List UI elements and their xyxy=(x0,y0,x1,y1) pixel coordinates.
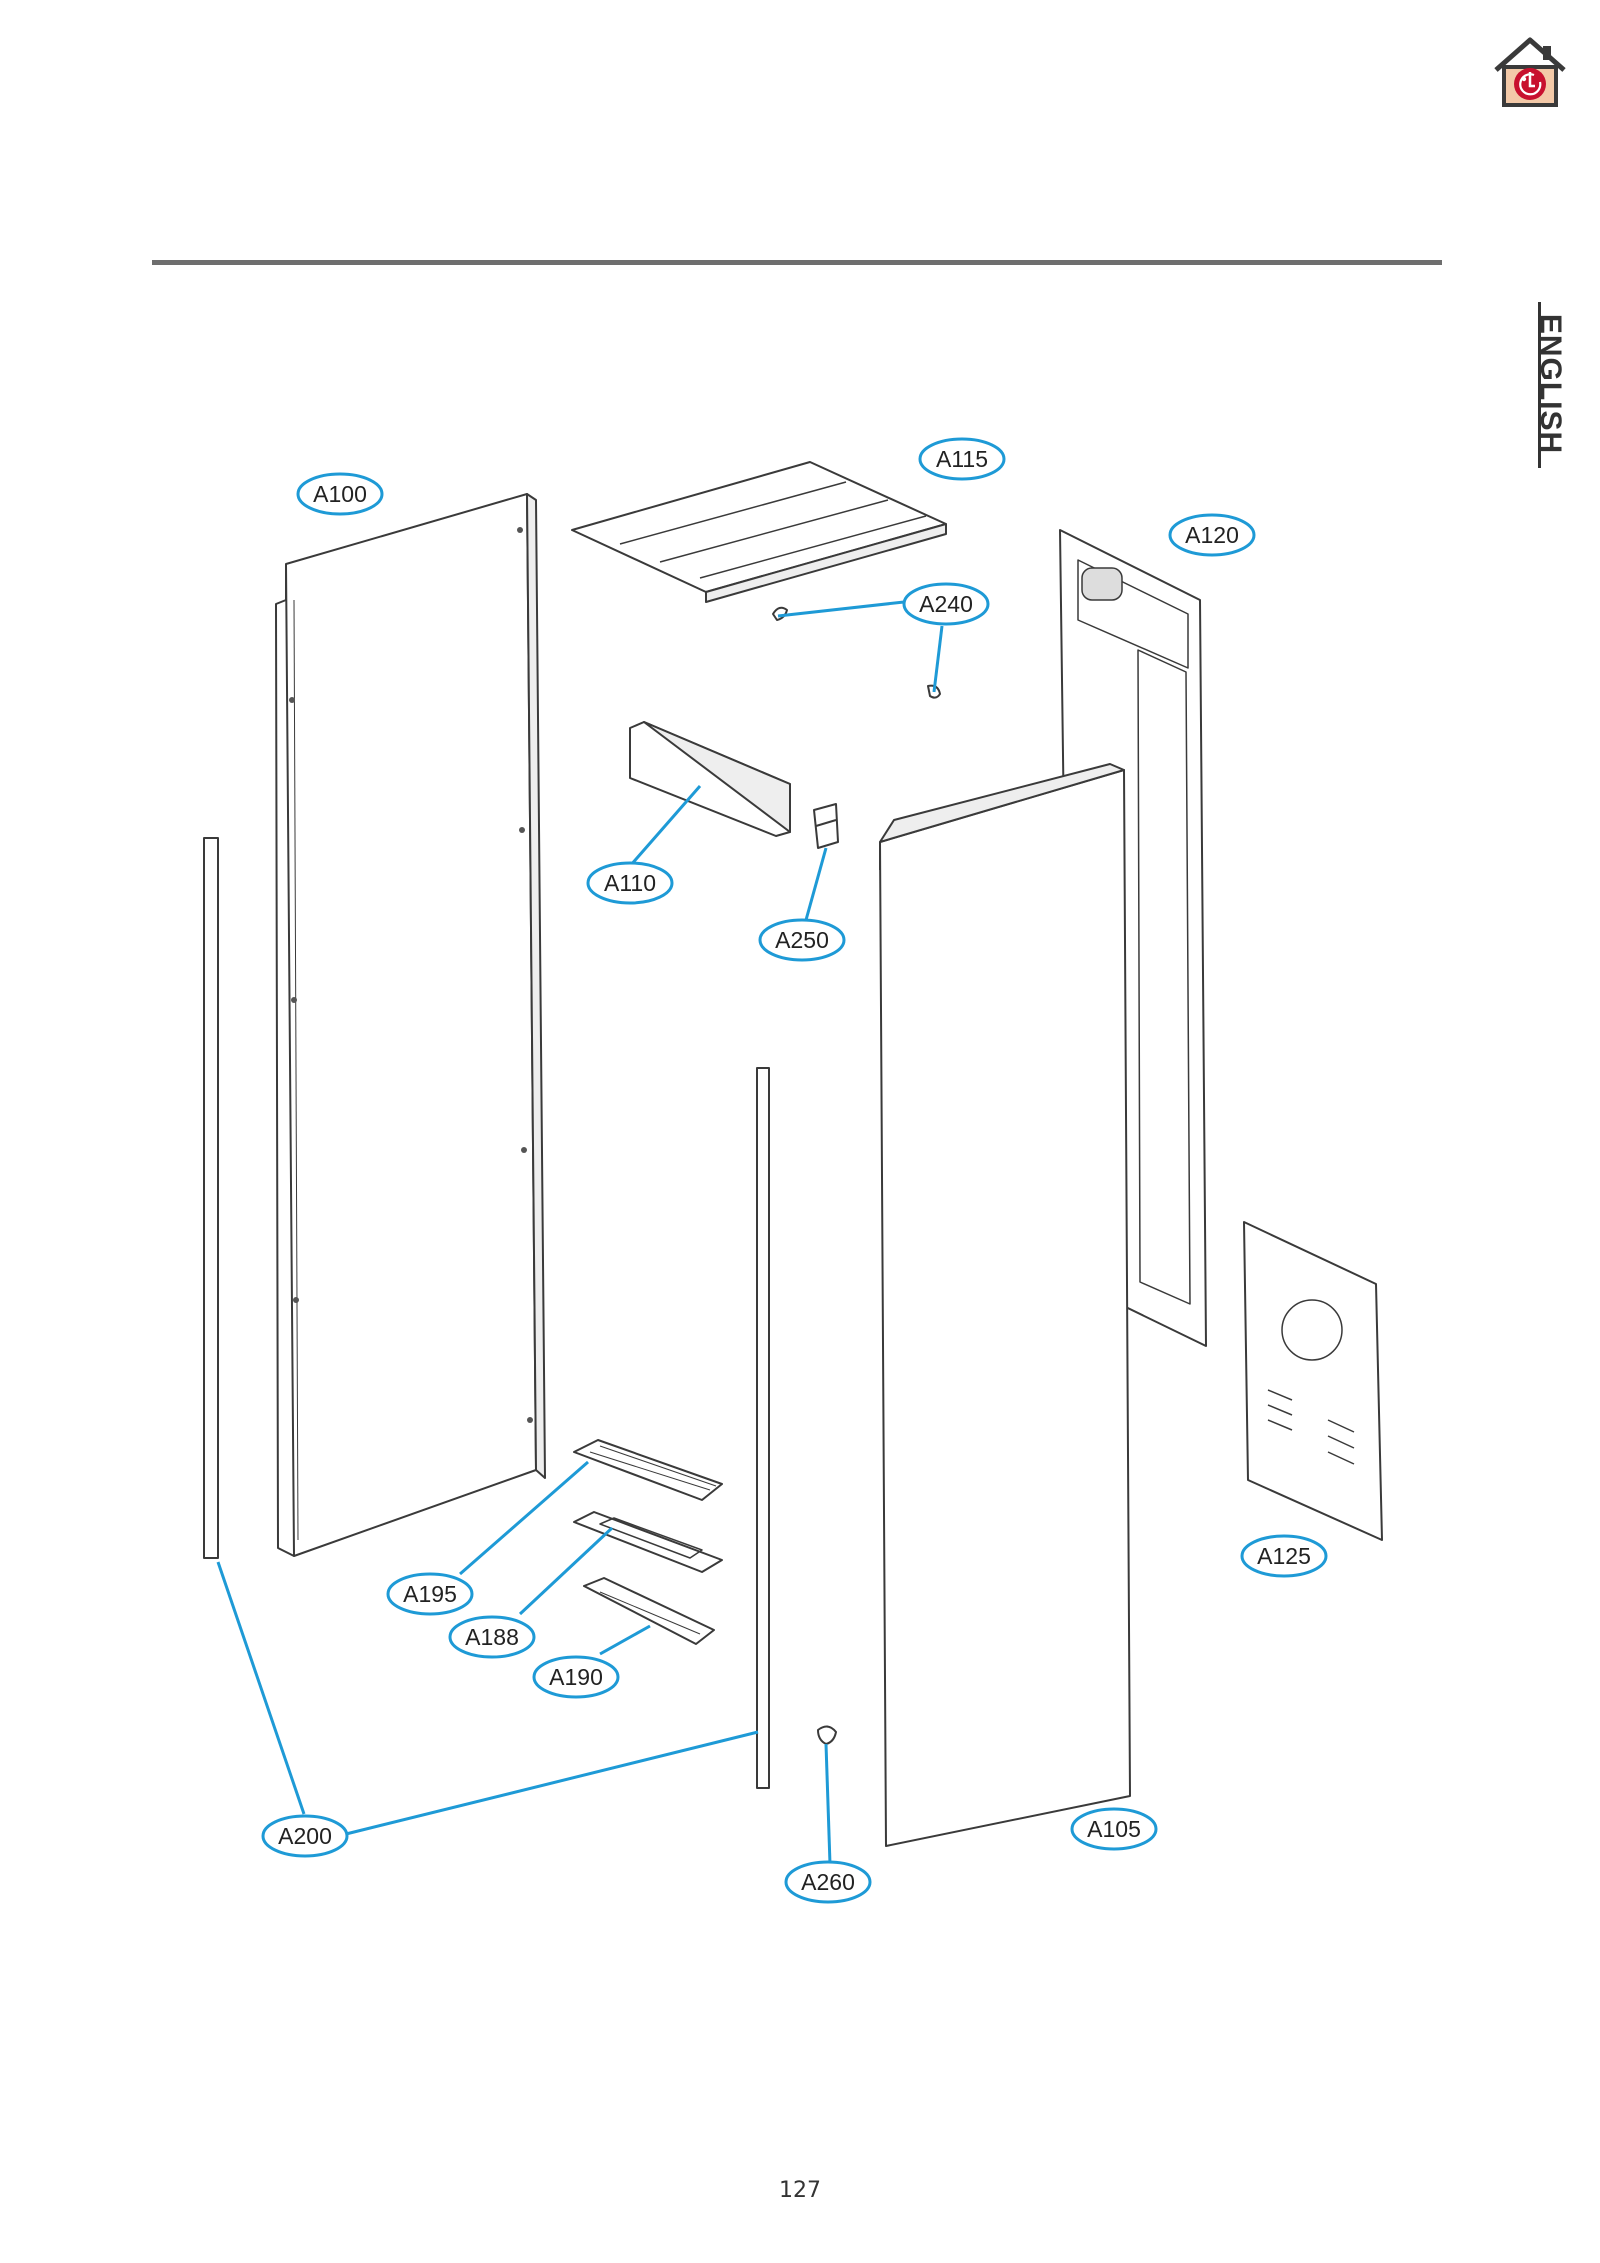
callout-a120 xyxy=(1168,513,1256,557)
leader-a200-mid xyxy=(345,1730,759,1836)
leader-a195 xyxy=(459,1460,589,1576)
leader-a250 xyxy=(804,847,828,921)
callout-label-a110: A110 xyxy=(604,870,656,896)
callout-label-a188: A188 xyxy=(465,1624,519,1650)
callout-label-a100: A100 xyxy=(313,481,367,507)
callout-label-a125: A125 xyxy=(1257,1543,1311,1569)
part-a100-side-panel xyxy=(275,493,546,1557)
callout-a115 xyxy=(918,437,1006,481)
part-a195-grille xyxy=(573,1439,723,1501)
callout-a100 xyxy=(296,472,384,516)
callout-label-a105: A105 xyxy=(1087,1816,1141,1842)
callout-a250 xyxy=(758,918,846,962)
leader-a200-left xyxy=(216,1561,306,1815)
leader-a240-lower xyxy=(932,625,944,693)
callout-label-a195: A195 xyxy=(403,1581,457,1607)
lg-home-logo xyxy=(1494,37,1566,107)
part-a105-door-panel xyxy=(879,763,1131,1847)
callout-a260 xyxy=(784,1860,872,1904)
part-a115-top-cover xyxy=(571,461,947,603)
leader-a110 xyxy=(628,785,702,867)
callout-label-a260: A260 xyxy=(801,1869,855,1895)
part-a125-back-plate xyxy=(1243,1221,1383,1541)
header-rule xyxy=(152,260,1442,265)
language-tab xyxy=(1538,302,1585,468)
part-a240-clip-upper xyxy=(772,606,788,621)
part-a190-tray xyxy=(583,1577,715,1645)
callout-label-a200: A200 xyxy=(278,1823,332,1849)
part-a200-middle-strip xyxy=(756,1067,770,1789)
callout-a200 xyxy=(261,1814,349,1858)
leader-a188 xyxy=(518,1526,614,1616)
leader-a260 xyxy=(824,1743,832,1865)
callout-a188 xyxy=(448,1615,536,1659)
leader-a240-upper xyxy=(777,600,905,618)
callout-a195 xyxy=(386,1572,474,1616)
part-a200-left-strip xyxy=(203,837,219,1559)
callout-a110 xyxy=(586,861,674,905)
callout-a125 xyxy=(1240,1534,1328,1578)
callout-label-a250: A250 xyxy=(775,927,829,953)
part-a260-cap xyxy=(817,1725,837,1745)
callout-label-a190: A190 xyxy=(549,1664,603,1690)
callout-label-a120: A120 xyxy=(1185,522,1239,548)
part-a250-bracket xyxy=(813,803,839,849)
callout-a240 xyxy=(902,582,990,626)
callout-label-a115: A115 xyxy=(936,446,988,472)
part-a110-rail xyxy=(629,721,791,837)
callout-a105 xyxy=(1070,1807,1158,1851)
callout-label-a240: A240 xyxy=(919,591,973,617)
page-number: 127 xyxy=(779,2178,821,2203)
callout-a190 xyxy=(532,1655,620,1699)
leader-a190 xyxy=(599,1624,651,1656)
